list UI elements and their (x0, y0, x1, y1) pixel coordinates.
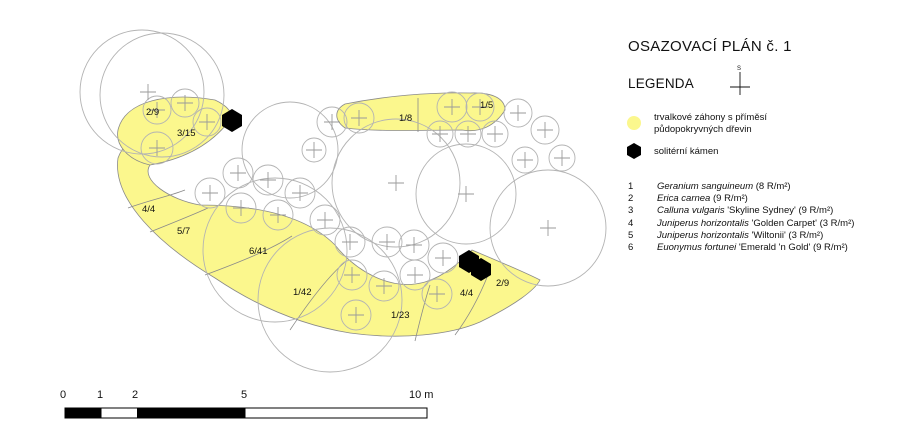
scale-tick-label: 2 (132, 389, 138, 401)
plant-circles (79, 29, 607, 373)
plant-density: (9 R/m²) (798, 205, 834, 217)
plant-list-item: 4 Juniperus horizontalis 'Golden Carpet'… (628, 218, 854, 230)
north-label: S (737, 66, 741, 72)
plant-density: (3 R/m²) (819, 217, 855, 229)
plant-cultivar: 'Skyline Sydney' (727, 205, 796, 217)
plant-cultivar: 'Emerald 'n Gold' (738, 242, 811, 254)
plant-latin-name: Juniperus horizontalis (657, 229, 749, 241)
bed-top-left (117, 96, 232, 166)
plant-density: (8 R/m²) (755, 181, 791, 192)
bed-main (117, 119, 541, 337)
bed-label: 2/9 (146, 107, 159, 118)
plant-list-item: 3 Calluna vulgaris 'Skyline Sydney' (9 R… (628, 205, 854, 217)
legend-perennial-line2: půdopokryvných dřevin (654, 124, 752, 135)
legend-stone-label: solitérní kámen (654, 146, 719, 157)
plant-number: 3 (628, 205, 634, 217)
bed-label: 4/4 (460, 288, 473, 299)
stone-swatch (627, 143, 641, 159)
plant-number: 6 (628, 242, 634, 254)
plant-list-item: 1 Geranium sanguineum (8 R/m²) (628, 181, 854, 193)
scale-tick-label: 10 m (409, 389, 433, 401)
plant-number: 5 (628, 229, 634, 241)
bed-label: 2/9 (496, 278, 509, 289)
legend-perennial-line1: trvalkové záhony s příměsí (654, 112, 767, 123)
solitary-stones (222, 109, 491, 281)
perennial-bed-swatch-fill (627, 116, 641, 130)
scale-tick-label: 1 (97, 389, 103, 401)
plant-list-item: 6 Euonymus fortunei 'Emerald 'n Gold' (9… (628, 242, 854, 254)
plant-list-item: 2 Erica carnea (9 R/m²) (628, 193, 854, 205)
plant-density: (3 R/m²) (788, 229, 824, 241)
plant-cultivar: 'Wiltonii' (751, 229, 786, 241)
plant-number: 2 (628, 193, 634, 205)
legend-perennial-label: trvalkové záhony s příměsí půdopokryvnýc… (654, 112, 767, 136)
legend-heading: LEGENDA (628, 76, 694, 91)
plan-title: OSAZOVACÍ PLÁN č. 1 (628, 38, 792, 55)
bed-label: 4/4 (142, 204, 155, 215)
bed-divisions (127, 98, 489, 342)
bed-label: 6/41 (249, 246, 268, 257)
stone-1 (222, 109, 242, 132)
plant-number: 1 (628, 181, 634, 192)
stone-icon (627, 143, 641, 159)
bed-label: 1/23 (391, 310, 410, 321)
plant-list: 1 Geranium sanguineum (8 R/m²) 2 Erica c… (628, 181, 854, 254)
bed-label: 5/7 (177, 226, 190, 237)
plant-latin-name: Euonymus fortunei (657, 242, 737, 254)
plant-latin-name: Geranium sanguineum (657, 181, 754, 192)
scale-bar (64, 407, 428, 419)
plant-number: 4 (628, 217, 634, 229)
scale-tick-label: 5 (241, 389, 247, 401)
north-arrow-icon (730, 72, 750, 95)
bed-label: 1/5 (480, 100, 493, 111)
plant-density: (9 R/m²) (712, 193, 748, 205)
bed-label: 1/42 (293, 287, 312, 298)
plant-density: (9 R/m²) (812, 242, 848, 254)
plant-latin-name: Juniperus horizontalis (657, 217, 749, 229)
scale-tick-label: 0 (60, 389, 66, 401)
plant-list-item: 5 Juniperus horizontalis 'Wiltonii' (3 R… (628, 230, 854, 242)
plant-latin-name: Erica carnea (657, 193, 711, 205)
stone-3 (471, 258, 491, 281)
plant-cultivar: 'Golden Carpet' (751, 217, 817, 229)
plant-latin-name: Calluna vulgaris (657, 205, 725, 217)
plant-crosses (140, 84, 570, 323)
perennial-bed-swatch (627, 116, 641, 130)
bed-label: 3/15 (177, 128, 196, 139)
bed-label: 1/8 (399, 113, 412, 124)
